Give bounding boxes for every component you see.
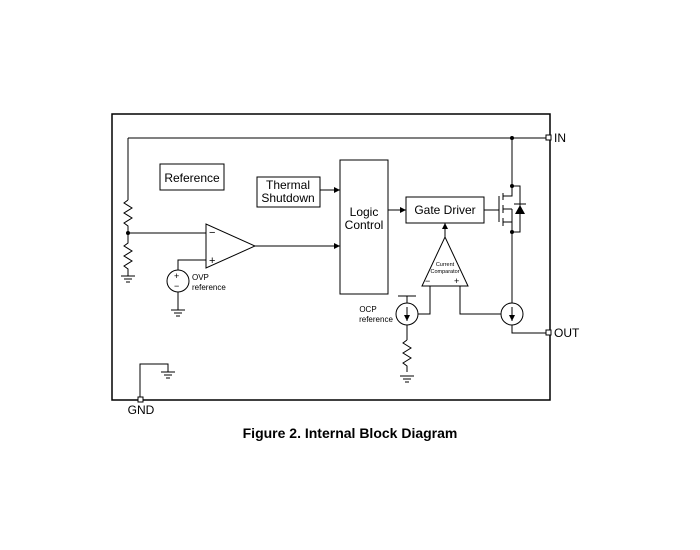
body-diode-icon: [515, 205, 525, 214]
thermal-shutdown-block: [256, 176, 321, 208]
logic-label-line2: Control: [345, 218, 384, 232]
reference-block: [159, 163, 225, 191]
ovp-label-line1: OVP: [192, 273, 209, 282]
in-rail: [127, 137, 548, 200]
gate-driver-label: Gate Driver: [414, 203, 475, 217]
divider-resistor-bottom: [123, 233, 133, 276]
comparator-minus: −: [425, 276, 430, 286]
logic-control-block: [339, 159, 389, 295]
logic-label-line1: Logic: [350, 205, 379, 219]
ovp-label-line2: reference: [192, 283, 226, 292]
divider-resistor-top: [123, 199, 133, 233]
comparator-label-line2: Comparator: [430, 269, 459, 275]
comparator-label-line1: Current: [436, 262, 455, 268]
pin-out-label: OUT: [554, 326, 580, 340]
divider-ground-icon: [121, 275, 135, 283]
comparator-plus: +: [454, 276, 459, 286]
pin-in-terminal: [545, 134, 552, 141]
thermal-label-line2: Shutdown: [261, 191, 314, 205]
pin-in-label: IN: [554, 131, 566, 145]
ocp-label-line1: OCP: [359, 305, 376, 314]
ovp-ground-icon: [171, 309, 185, 317]
ovp-comp-plus: +: [209, 255, 215, 267]
thermal-label-line1: Thermal: [266, 178, 310, 192]
gnd-internal-ground-icon: [161, 371, 175, 379]
ocp-wiring: [398, 286, 431, 372]
output-path-wire: [459, 232, 548, 334]
chip-boundary: [111, 113, 551, 401]
ovp-comp-minus: −: [209, 227, 215, 239]
ocp-label-line2: reference: [359, 315, 393, 324]
ovp-reference-source-icon: [166, 269, 190, 293]
ovp-comparator: [205, 223, 257, 269]
gnd-wire: [139, 363, 169, 398]
pin-out-terminal: [545, 329, 552, 336]
figure-caption: Figure 2. Internal Block Diagram: [242, 425, 458, 441]
pin-gnd-label: GND: [128, 403, 155, 417]
current-comparator: [421, 235, 469, 287]
fet-top-node: [510, 184, 514, 188]
ovp-source-minus: −: [174, 281, 179, 291]
reference-label: Reference: [164, 171, 220, 185]
ovp-wiring: [177, 259, 206, 310]
in-rail-node: [510, 136, 514, 140]
ovp-source-plus: +: [174, 271, 179, 281]
pin-gnd-terminal: [137, 396, 144, 403]
pass-mosfet-icon: [498, 138, 521, 233]
ocp-ground-icon: [400, 375, 414, 383]
